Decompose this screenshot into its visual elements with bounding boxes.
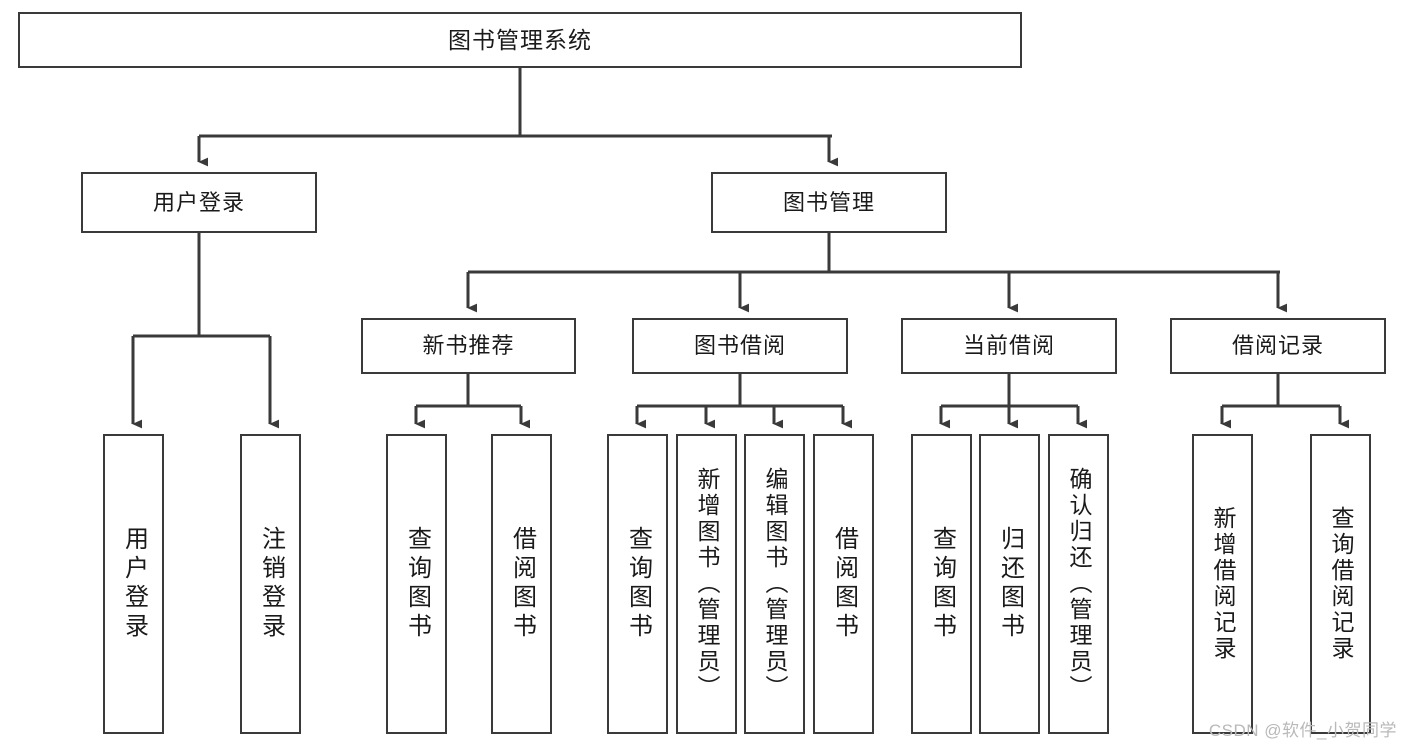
node-leaf-user-login-label: 用户登录	[120, 526, 148, 642]
node-borrow-record[interactable]: 借阅记录	[1170, 318, 1386, 374]
node-leaf-user-login[interactable]: 用户登录	[103, 434, 164, 734]
node-book-manage[interactable]: 图书管理	[711, 172, 947, 233]
node-leaf-confirm-return[interactable]: 确认归还（管理员）	[1048, 434, 1109, 734]
node-leaf-add-record-label: 新增借阅记录	[1210, 506, 1236, 662]
node-borrow-record-label: 借阅记录	[1231, 333, 1324, 359]
edge-user-login-to-leaves	[131, 233, 280, 429]
node-leaf-query-book-3-label: 查询图书	[928, 526, 956, 642]
node-leaf-query-record[interactable]: 查询借阅记录	[1310, 434, 1371, 734]
node-leaf-logout[interactable]: 注销登录	[240, 434, 301, 734]
node-leaf-edit-book-label: 编辑图书（管理员）	[762, 467, 788, 701]
node-leaf-borrow-book-2[interactable]: 借阅图书	[813, 434, 874, 734]
node-root-label: 图书管理系统	[448, 26, 592, 53]
node-leaf-return-book[interactable]: 归还图书	[979, 434, 1040, 734]
edge-book-borrow-to-leaves	[635, 374, 853, 429]
node-leaf-edit-book[interactable]: 编辑图书（管理员）	[744, 434, 805, 734]
node-leaf-add-record[interactable]: 新增借阅记录	[1192, 434, 1253, 734]
node-leaf-return-book-label: 归还图书	[996, 526, 1024, 642]
node-leaf-add-book[interactable]: 新增图书（管理员）	[676, 434, 737, 734]
node-new-book-recommend[interactable]: 新书推荐	[361, 318, 576, 374]
node-leaf-query-book-3[interactable]: 查询图书	[911, 434, 972, 734]
node-leaf-logout-label: 注销登录	[257, 526, 285, 642]
edge-new-book-rec-to-leaves	[414, 374, 531, 429]
node-book-borrow-label: 图书借阅	[693, 333, 786, 359]
node-leaf-query-book-2[interactable]: 查询图书	[607, 434, 668, 734]
node-book-manage-label: 图书管理	[782, 189, 875, 215]
node-leaf-query-book-1-label: 查询图书	[403, 526, 431, 642]
edge-root-to-level2	[197, 68, 839, 167]
node-user-login[interactable]: 用户登录	[81, 172, 317, 233]
node-leaf-borrow-book-1[interactable]: 借阅图书	[491, 434, 552, 734]
node-book-borrow[interactable]: 图书借阅	[632, 318, 848, 374]
node-current-borrow[interactable]: 当前借阅	[901, 318, 1117, 374]
node-current-borrow-label: 当前借阅	[962, 333, 1055, 359]
node-leaf-query-book-1[interactable]: 查询图书	[386, 434, 447, 734]
node-new-book-recommend-label: 新书推荐	[422, 333, 515, 359]
node-leaf-borrow-book-2-label: 借阅图书	[830, 526, 858, 642]
node-leaf-confirm-return-label: 确认归还（管理员）	[1066, 467, 1092, 701]
node-leaf-borrow-book-1-label: 借阅图书	[508, 526, 536, 642]
node-user-login-label: 用户登录	[152, 189, 245, 215]
node-leaf-query-book-2-label: 查询图书	[624, 526, 652, 642]
edge-current-borrow-to-leaves	[939, 374, 1088, 429]
edge-book-manage-to-level3	[466, 233, 1288, 313]
node-root[interactable]: 图书管理系统	[18, 12, 1022, 68]
node-leaf-add-book-label: 新增图书（管理员）	[694, 467, 720, 701]
edge-borrow-record-to-leaves	[1220, 374, 1350, 429]
node-leaf-query-record-label: 查询借阅记录	[1328, 506, 1354, 662]
